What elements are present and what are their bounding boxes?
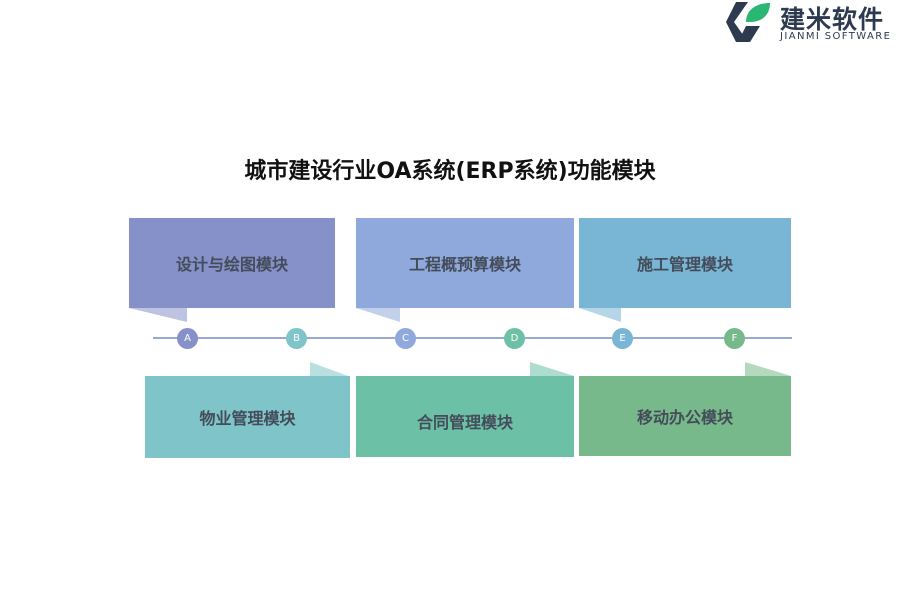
module-property-management: 物业管理模块 <box>145 376 350 458</box>
module-mobile-office: 移动办公模块 <box>579 376 791 456</box>
timeline-node-a: A <box>177 328 198 349</box>
module-design-drawing: 设计与绘图模块 <box>129 218 335 308</box>
module-contract-management: 合同管理模块 <box>356 376 574 457</box>
diagram-title: 城市建设行业OA系统(ERP系统)功能模块 <box>244 159 656 184</box>
module-label: 施工管理模块 <box>636 255 733 274</box>
callout-tab-design <box>129 308 187 322</box>
timeline-node-c: C <box>395 328 416 349</box>
callout-tab-property <box>310 362 348 376</box>
timeline-node-f: F <box>724 328 745 349</box>
module-label: 移动办公模块 <box>636 408 733 427</box>
module-label: 合同管理模块 <box>416 412 513 432</box>
module-budget-estimate: 工程概预算模块 <box>356 218 574 308</box>
callout-tab-construction <box>579 308 621 322</box>
timeline-node-e: E <box>612 328 633 349</box>
module-label: 物业管理模块 <box>199 409 296 428</box>
jianmi-logo-icon <box>726 2 770 42</box>
brand-name-en: JIANMI SOFTWARE <box>780 31 892 42</box>
timeline-node-d: D <box>504 328 525 349</box>
module-label: 设计与绘图模块 <box>175 255 288 274</box>
brand-logo: 建米软件 JIANMI SOFTWARE <box>726 0 900 48</box>
timeline-node-b: B <box>286 328 307 349</box>
callout-tab-mobile-office <box>745 362 791 376</box>
callout-tab-contract <box>530 362 574 376</box>
module-construction-management: 施工管理模块 <box>579 218 791 308</box>
timeline-line <box>153 337 792 339</box>
brand-name-cn: 建米软件 <box>780 5 885 34</box>
module-label: 工程概预算模块 <box>408 255 521 274</box>
callout-tab-budget <box>356 308 400 322</box>
